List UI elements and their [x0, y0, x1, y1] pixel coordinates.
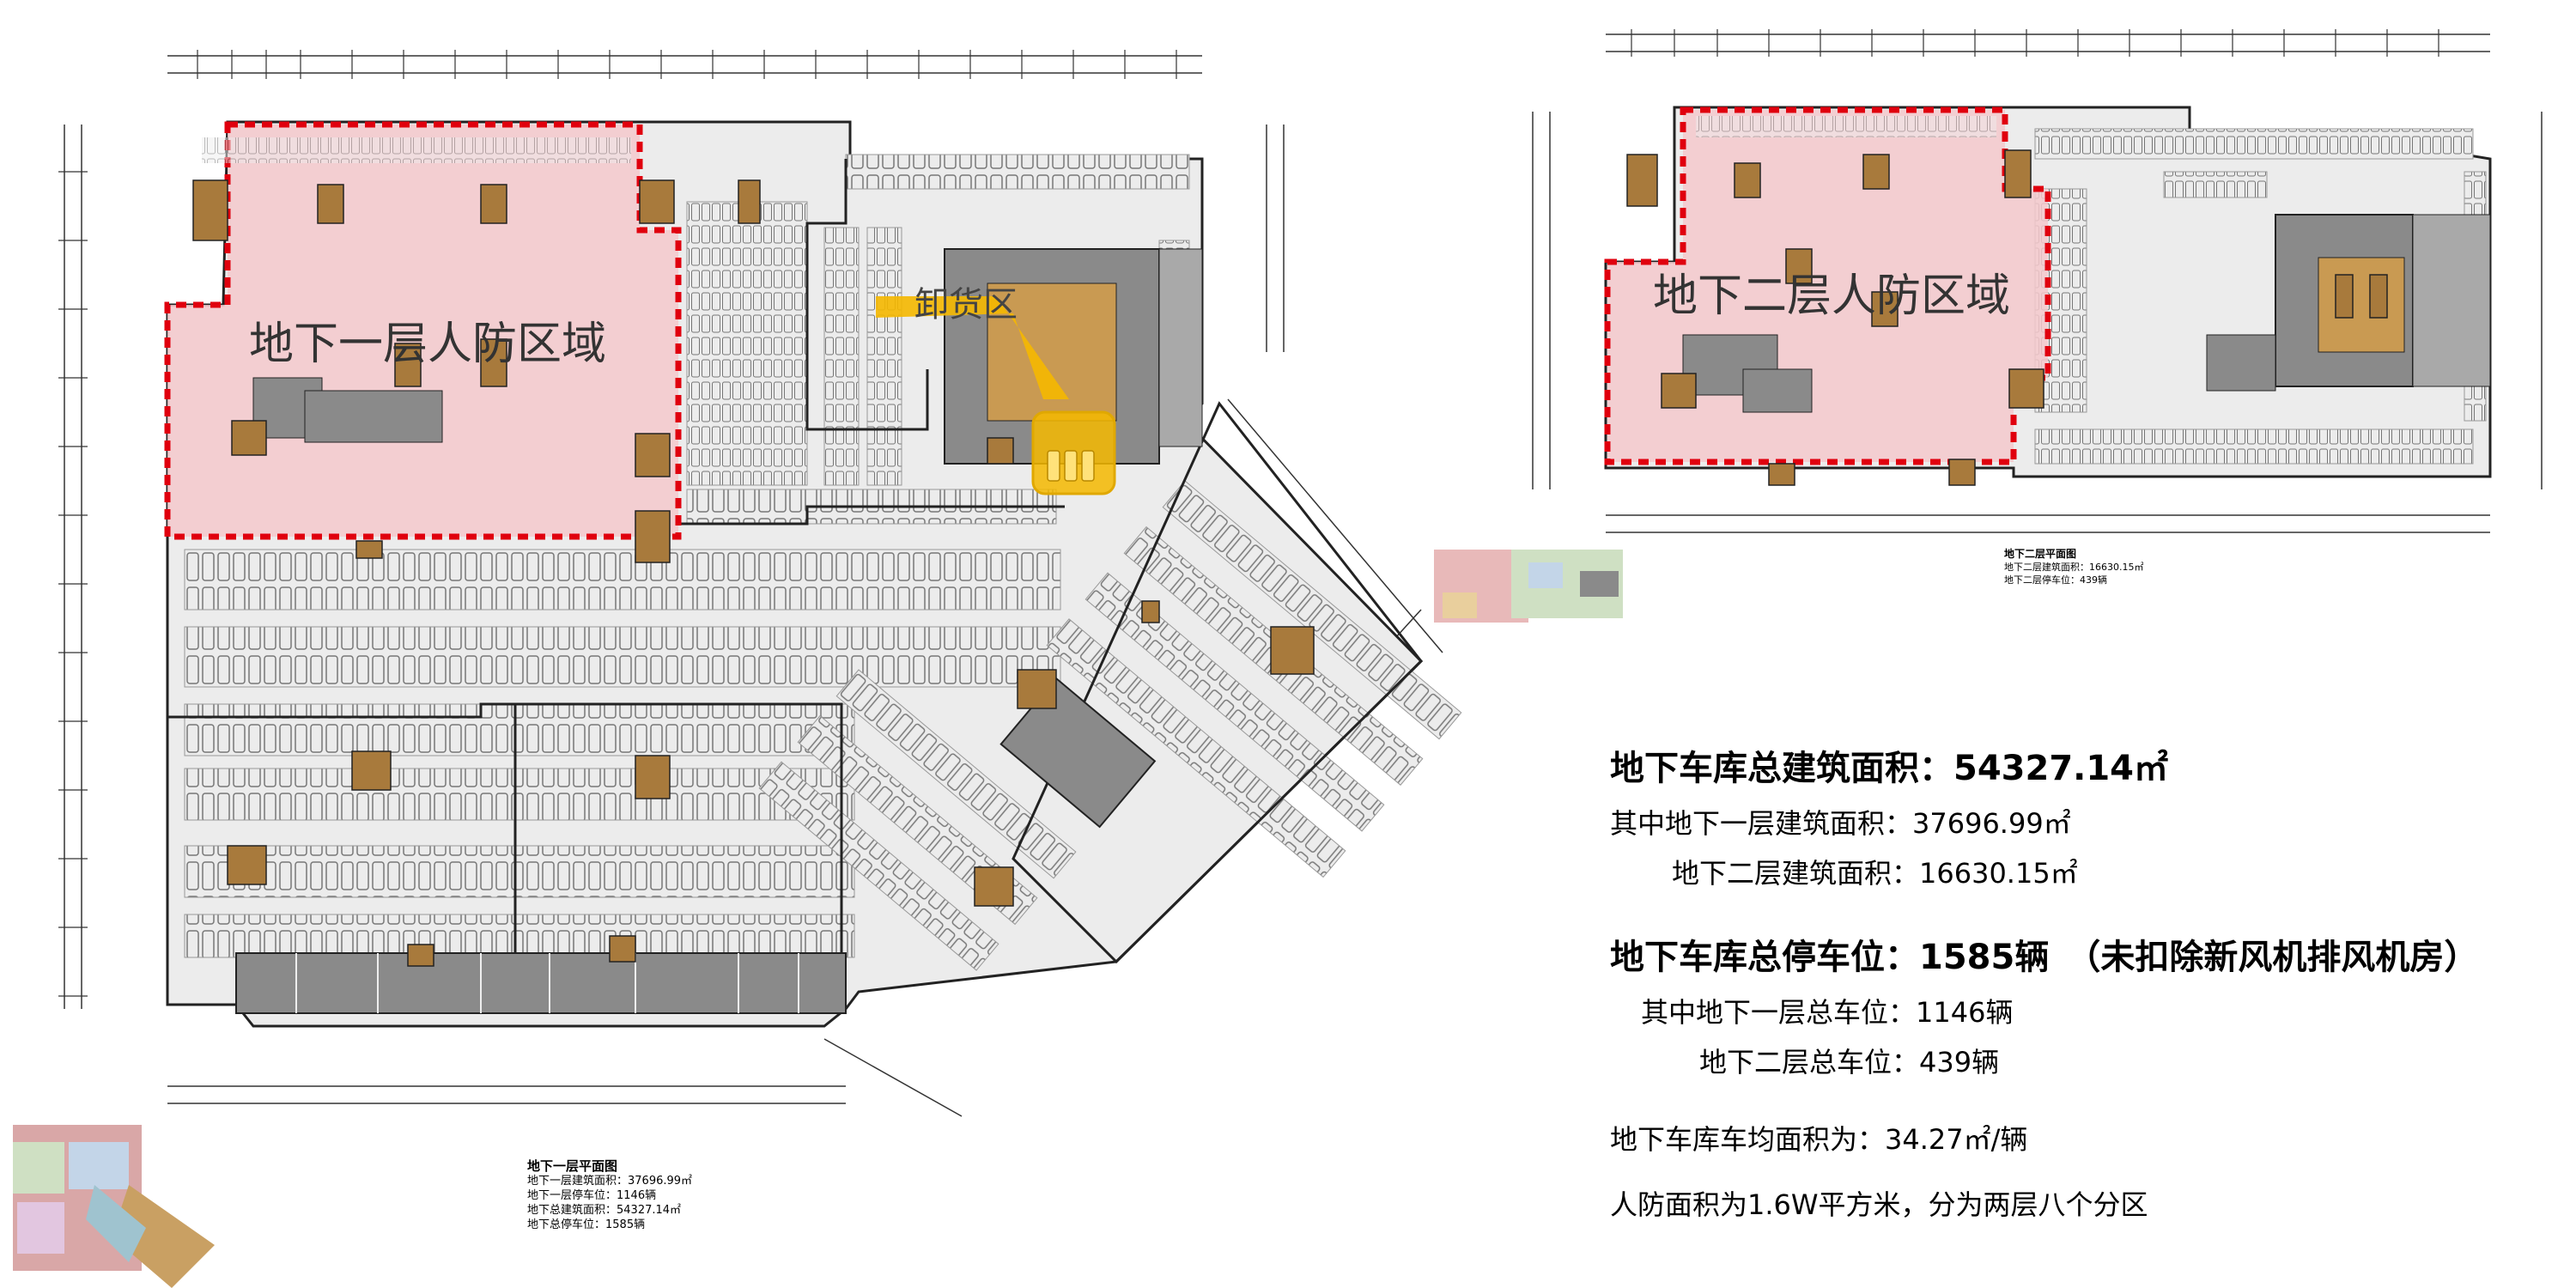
unloading-highlight [876, 296, 1069, 399]
b2-spaces-text: 地下二层总车位：439辆 [1699, 1046, 2000, 1078]
statistics-panel: 地下车库总建筑面积：54327.14㎡ 其中地下一层建筑面积：37696.99㎡… [1610, 740, 2555, 1233]
b1-area-text: 其中地下一层建筑面积：37696.99㎡ [1610, 807, 2071, 840]
caption-line: 地下一层建筑面积：37696.99㎡ [527, 1175, 693, 1188]
b1-key-plan [13, 1125, 215, 1288]
b1-civil-defense-label: 地下一层人防区域 [249, 319, 607, 370]
b1-plan-caption: 地下一层平面图 地下一层建筑面积：37696.99㎡ 地下一层停车位：1146辆… [527, 1159, 692, 1232]
caption-line: 地下总建筑面积：54327.14㎡ [527, 1204, 682, 1217]
b2-civil-defense-label: 地下二层人防区域 [1653, 270, 2011, 322]
caption-line: 地下总停车位：1585辆 [527, 1218, 646, 1231]
b1-dim-ticks [58, 50, 1177, 997]
b1-spaces-text: 其中地下一层总车位：1146辆 [1641, 996, 2014, 1029]
caption-line: 地下一层停车位：1146辆 [527, 1189, 657, 1202]
caption-line: 地下二层停车位：439辆 [2004, 574, 2107, 586]
b1-plan-title: 地下一层平面图 [527, 1158, 618, 1174]
b2-plan-title: 地下二层平面图 [2004, 548, 2077, 560]
b1-stair-cores [192, 179, 1315, 967]
total-spaces-heading: 地下车库总停车位：1585辆 （未扣除新风机排风机房） [1610, 938, 2479, 977]
b2-key-plan [1434, 550, 1623, 623]
caption-line: 地下二层建筑面积：16630.15㎡ [2004, 562, 2144, 573]
b2-plan-caption: 地下二层平面图 地下二层建筑面积：16630.15㎡ 地下二层停车位：439辆 [2004, 548, 2144, 586]
civil-defense-text: 人防面积为1.6W平方米，分为两层八个分区 [1610, 1188, 2148, 1221]
b1-plan [58, 50, 1462, 1117]
avg-area-text: 地下车库车均面积为：34.27㎡/辆 [1610, 1123, 2028, 1156]
unloading-area-label: 卸货区 [914, 285, 1018, 325]
b2-area-text: 地下二层建筑面积：16630.15㎡ [1672, 857, 2078, 890]
b2-plan [1532, 29, 2543, 533]
total-area-heading: 地下车库总建筑面积：54327.14㎡ [1610, 749, 2169, 788]
